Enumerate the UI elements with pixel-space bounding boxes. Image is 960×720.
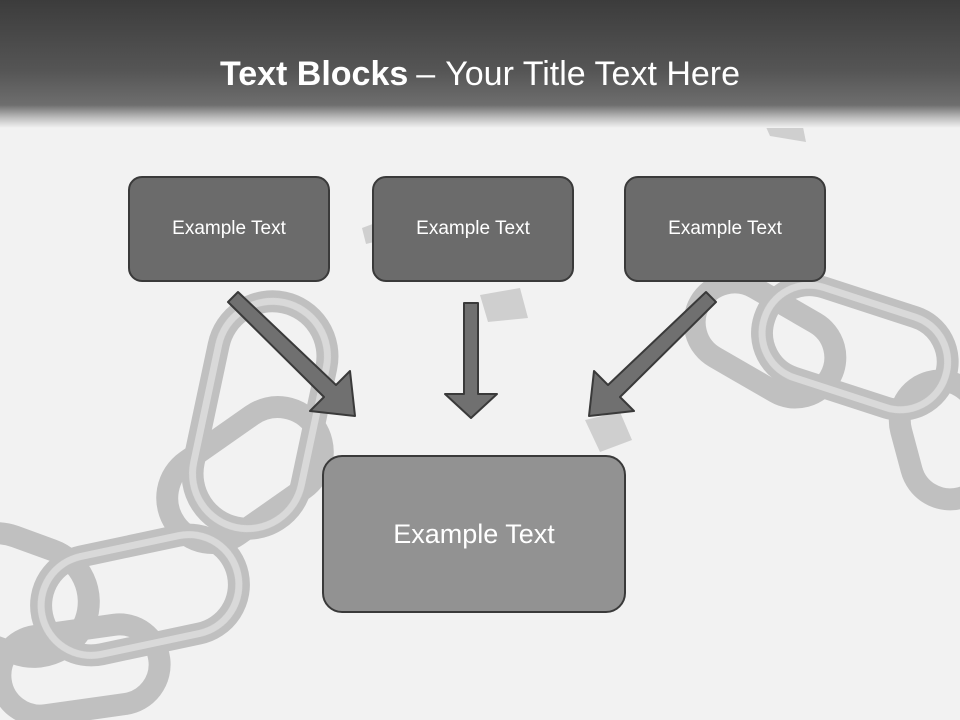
title-rest-text: Your Title Text Here: [445, 55, 741, 93]
text-block-center: Example Text: [372, 176, 574, 282]
text-block-center-label: Example Text: [416, 218, 530, 239]
title-separator: –: [416, 55, 436, 93]
text-block-left-label: Example Text: [172, 218, 286, 239]
text-block-bottom: Example Text: [322, 455, 626, 613]
text-block-right-label: Example Text: [668, 218, 782, 239]
arrow-down-right-icon: [227, 291, 356, 417]
title-bold-text: Text Blocks: [219, 55, 409, 93]
text-block-bottom-label: Example Text: [393, 518, 555, 549]
arrow-down-icon: [444, 302, 498, 419]
text-block-left: Example Text: [128, 176, 330, 282]
slide-title: Text Blocks–Your Title Text Here: [0, 52, 960, 96]
header-bar: [0, 0, 960, 128]
arrow-down-left-icon: [588, 291, 717, 417]
text-block-right: Example Text: [624, 176, 826, 282]
